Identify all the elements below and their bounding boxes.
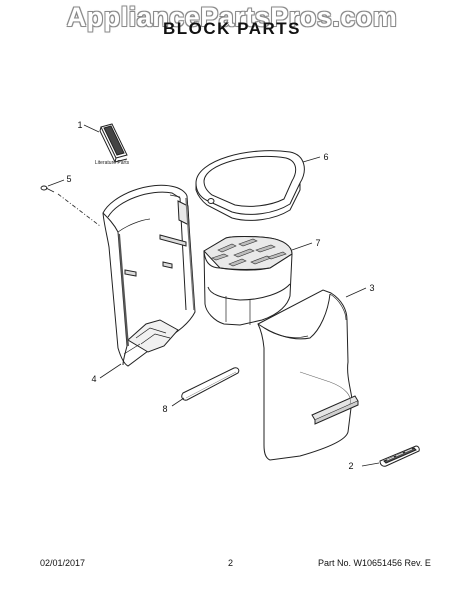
footer-date: 02/01/2017 — [40, 558, 86, 568]
literature-parts-label: Literature Parts — [95, 160, 130, 166]
assembly-line-5 — [57, 193, 101, 227]
callout-6: 6 — [323, 152, 328, 162]
leader-5 — [47, 179, 65, 187]
part-2-badge — [379, 445, 420, 467]
part-3-front-cover — [257, 289, 359, 461]
leader-1 — [83, 124, 100, 133]
callout-7: 7 — [315, 238, 320, 248]
leader-3 — [345, 287, 367, 298]
callout-3: 3 — [369, 283, 374, 293]
part-6-gasket — [195, 150, 305, 221]
callout-5: 5 — [66, 174, 71, 184]
leader-8 — [171, 397, 185, 407]
footer-page-number: 2 — [228, 558, 234, 568]
part-1-literature — [99, 123, 128, 164]
part-8-rod — [181, 367, 240, 401]
part-7-drain-tray — [203, 236, 293, 326]
leader-2 — [361, 462, 380, 467]
part-4-back-housing — [102, 184, 196, 367]
leader-4 — [99, 363, 122, 379]
part-5-screw — [40, 185, 55, 193]
footer-part-number: Part No. W10651456 Rev. E — [318, 558, 431, 568]
page-title: BLOCK PARTS — [162, 19, 301, 38]
leader-6 — [302, 156, 321, 163]
callout-2: 2 — [348, 461, 353, 471]
callout-1: 1 — [77, 120, 82, 130]
callout-8: 8 — [162, 404, 167, 414]
watermark: AppliancePartsPros.com — [66, 2, 398, 32]
callout-4: 4 — [91, 374, 96, 384]
leader-7 — [291, 242, 313, 251]
